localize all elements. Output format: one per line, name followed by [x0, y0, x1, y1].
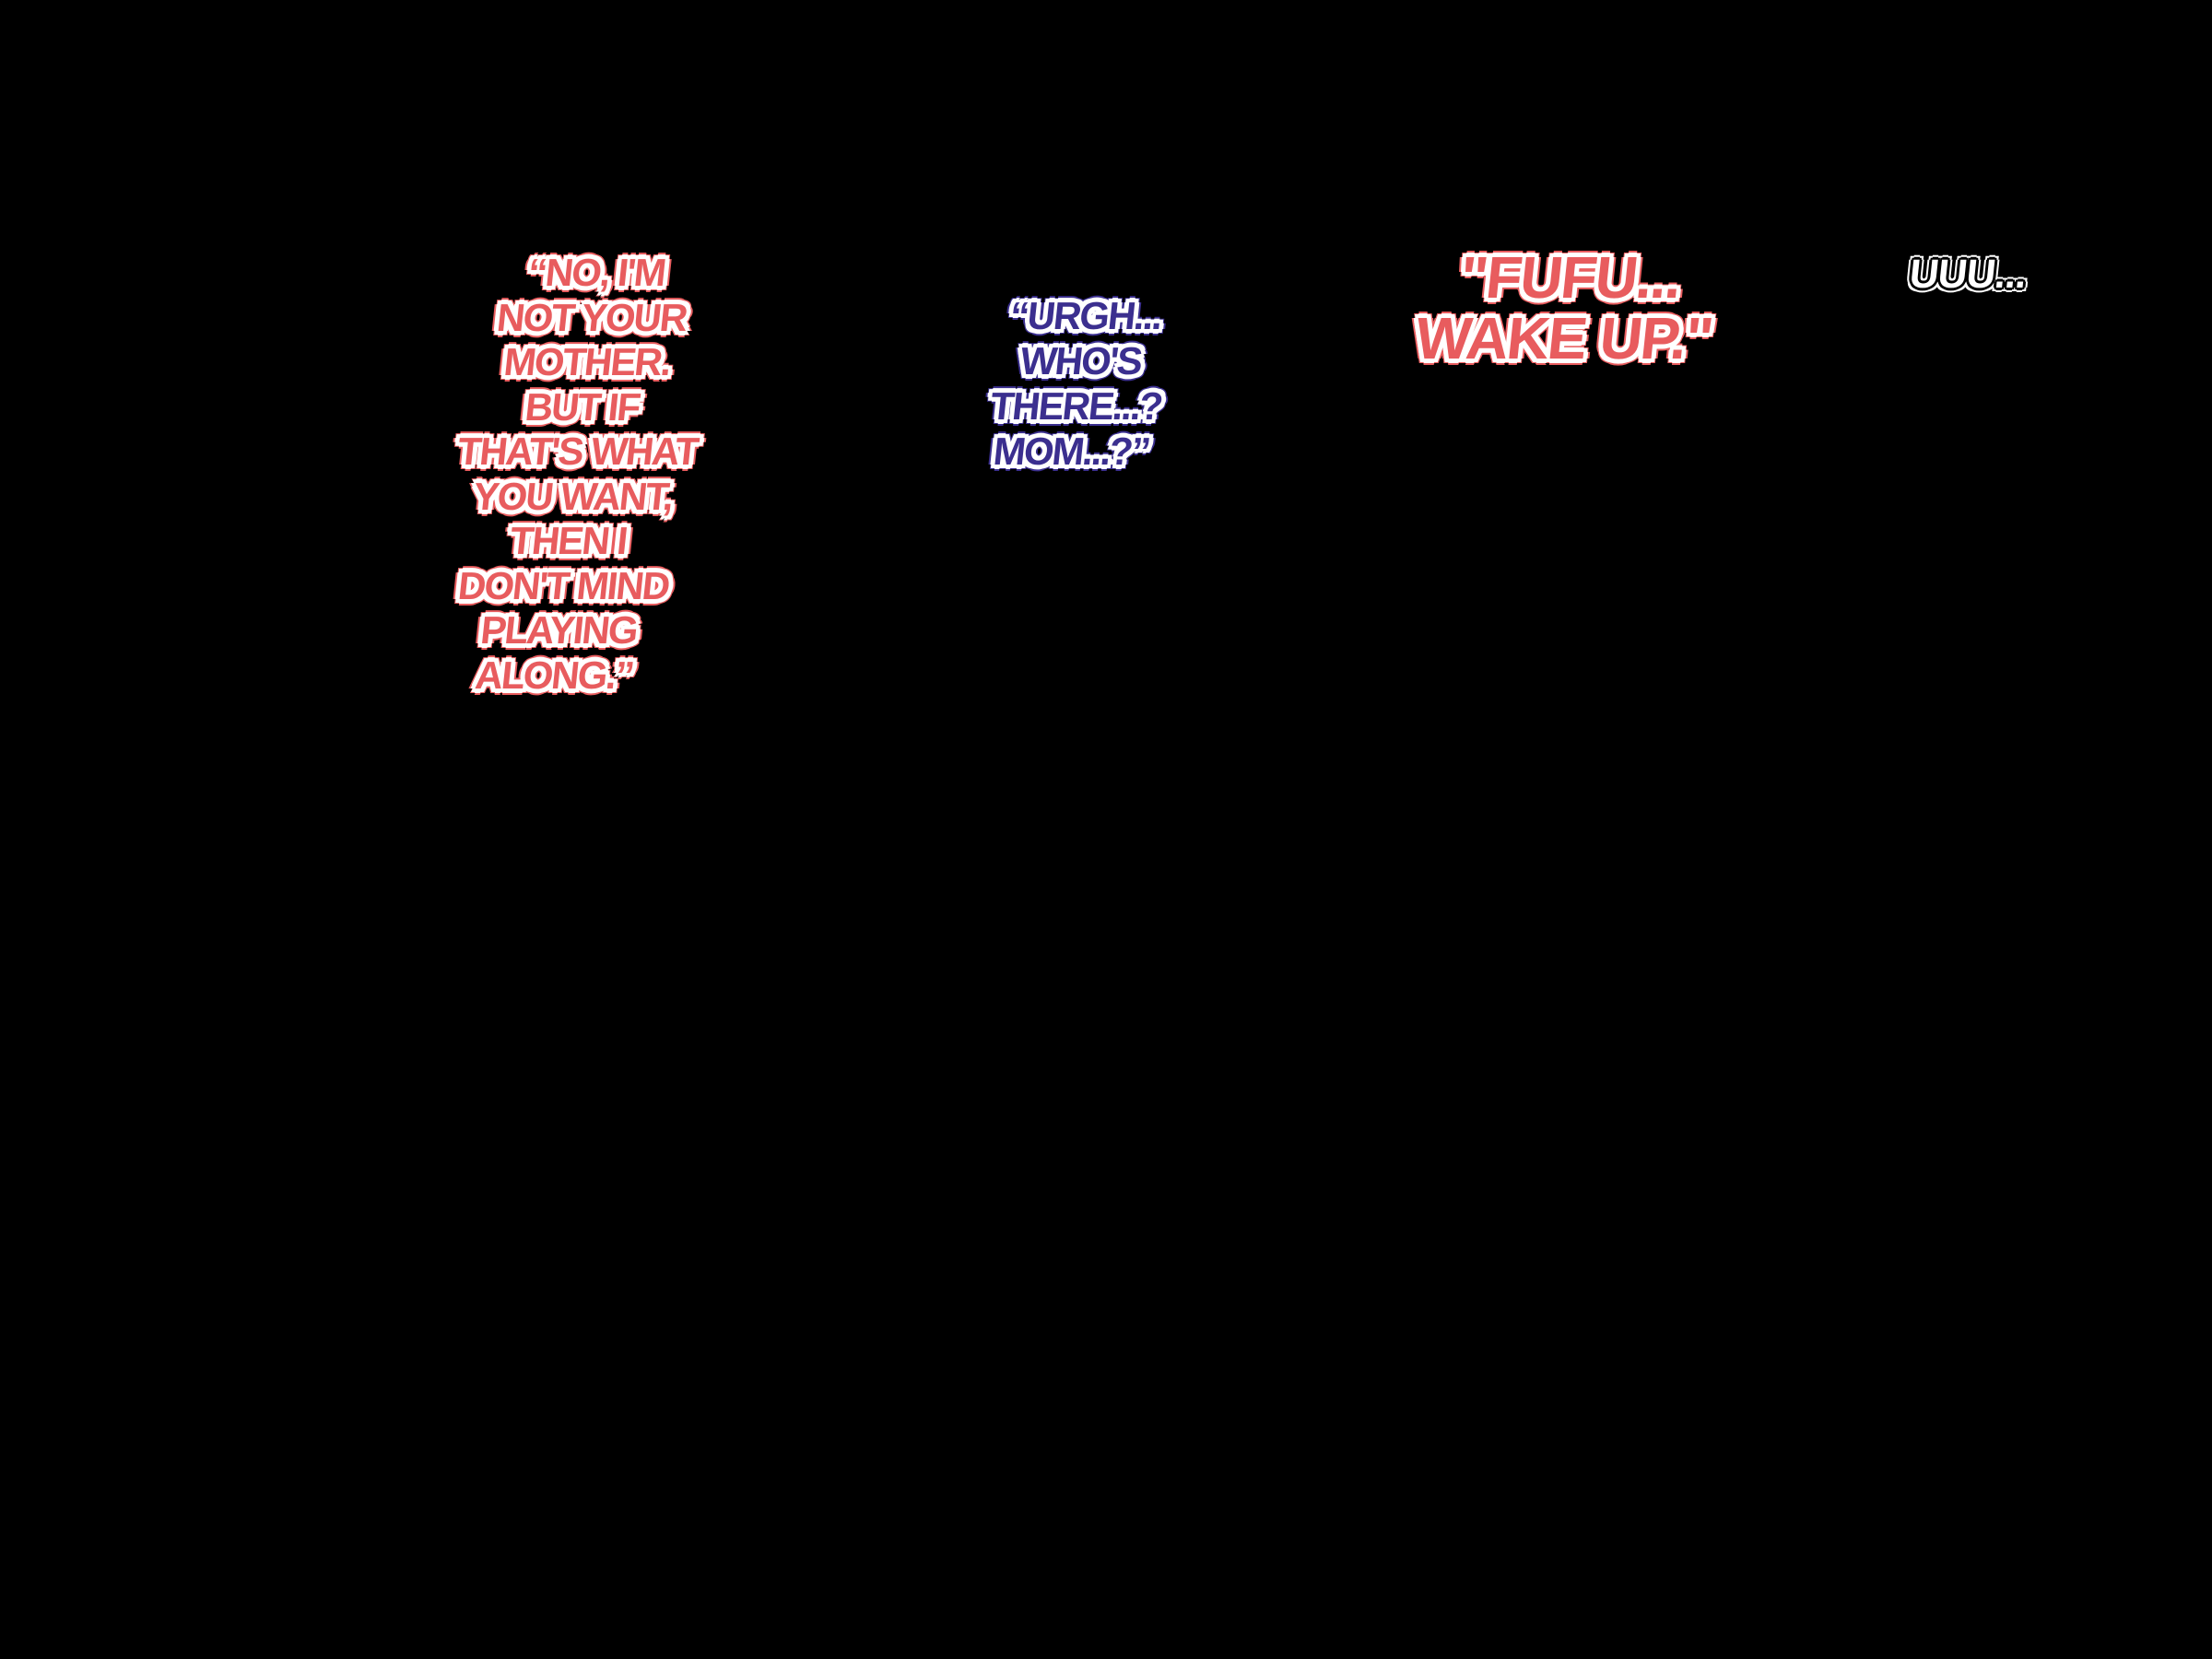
dialogue-line: THAT'S WHAT: [455, 429, 700, 473]
dialogue-line: THERE...?: [988, 384, 1164, 428]
dialogue-line: MOTHER.: [501, 340, 673, 383]
dialogue-line: BUT IF: [523, 384, 641, 429]
dialogue-line: MOM...?”: [991, 429, 1151, 473]
dialogue-line: ALONG.”: [473, 653, 635, 697]
dialogue-line: “URGH...: [1007, 294, 1164, 337]
dialogue-uuu: UUU...: [1891, 252, 2043, 297]
dialogue-fufu-wake-up: "FUFU... WAKE UP.": [1394, 244, 1739, 371]
dialogue-line: "FUFU...: [1456, 244, 1684, 311]
dialogue-line: DON'T MIND: [455, 563, 671, 607]
dialogue-no-im-not-your-mother: “NO, I'M NOT YOUR MOTHER. BUT IF THAT'S …: [395, 251, 756, 698]
dialogue-line: WHO'S: [1018, 339, 1144, 382]
dialogue-line: UUU...: [1907, 252, 2029, 297]
dialogue-line: YOU WANT,: [471, 474, 675, 518]
dialogue-line: WAKE UP.": [1412, 305, 1715, 371]
dialogue-line: THEN I: [508, 519, 629, 562]
dialogue-line: “NO, I'M: [525, 251, 667, 294]
dialogue-urgh-whos-there: “URGH... WHO'S THERE...? MOM...?”: [949, 293, 1208, 474]
dialogue-line: NOT YOUR: [494, 295, 688, 339]
dialogue-line: PLAYING: [478, 608, 640, 652]
